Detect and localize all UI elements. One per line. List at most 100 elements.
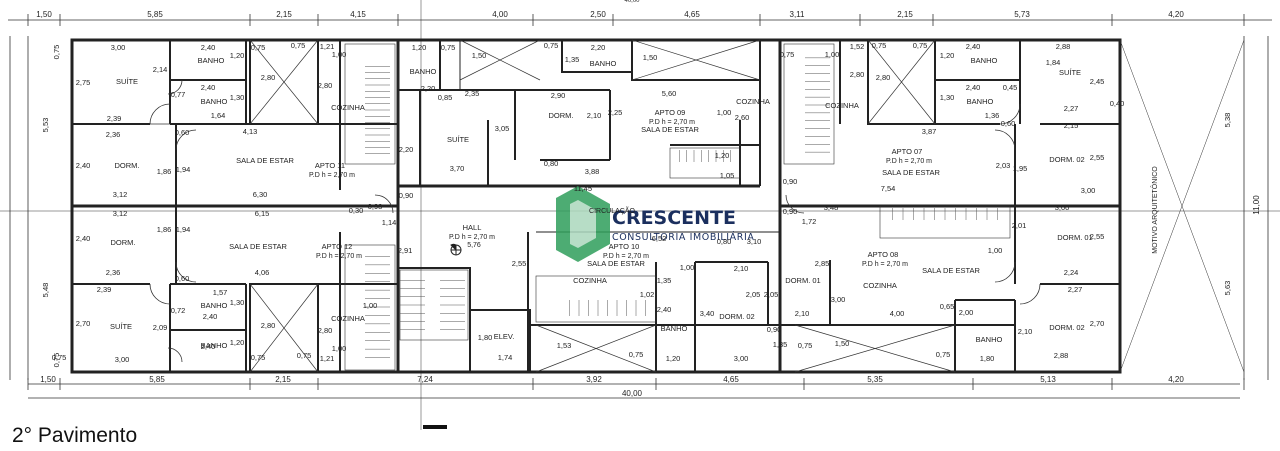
room-label: BANHO <box>590 59 617 68</box>
total-height: 11,00 <box>1252 195 1261 215</box>
room-label: BANHO <box>976 335 1003 344</box>
dimension-label: 2,39 <box>107 114 122 123</box>
dimension-label: 2,27 <box>1068 285 1083 294</box>
dimension-label: 2,55 <box>512 259 527 268</box>
left-dimension: 0,75 <box>52 353 61 368</box>
dimension-label: 3,00 <box>115 355 130 364</box>
top-dimension: 5,85 <box>147 10 163 19</box>
dimension-label: 1,20 <box>412 43 427 52</box>
dimension-label: 2,80 <box>876 73 891 82</box>
dimension-label: 1,52 <box>850 42 865 51</box>
dimension-label: 2,80 <box>850 70 865 79</box>
stair-steps <box>365 57 998 358</box>
dimension-label: 2,20 <box>421 84 436 93</box>
apartment-ceiling-height: P.D h = 2,70 m <box>862 261 908 268</box>
dimension-label: 2,40 <box>966 83 981 92</box>
dimension-label: 0,60 <box>1001 119 1016 128</box>
dimension-label: 2,14 <box>153 65 168 74</box>
dimension-label: 0,75 <box>251 353 266 362</box>
room-label: DORM. <box>111 238 136 247</box>
dimension-label: 0,85 <box>438 93 453 102</box>
room-label: COZINHA <box>736 97 770 106</box>
dimension-label: 2,35 <box>465 89 480 98</box>
hall-symbol <box>450 243 462 256</box>
dimension-label: 0,75 <box>798 341 813 350</box>
bottom-dimension: 5,13 <box>1040 375 1056 384</box>
dimension-label: 1,30 <box>940 93 955 102</box>
dimension-label: 2,20 <box>399 145 414 154</box>
room-label: BANHO <box>201 341 228 350</box>
dimension-label: 11,45 <box>574 184 592 193</box>
dimension-label: 1,74 <box>498 353 513 362</box>
dimension-label: 1,50 <box>835 339 850 348</box>
dimension-label: 0,75 <box>872 41 887 50</box>
top-dimension: 4,65 <box>684 10 700 19</box>
dimension-label: 3,40 <box>700 309 715 318</box>
dimension-label: 2,80 <box>318 326 333 335</box>
dimension-label: 2,20 <box>591 43 606 52</box>
room-label: SALA DE ESTAR <box>641 125 699 134</box>
dimension-ticks <box>27 14 1245 390</box>
section-marker <box>423 425 447 429</box>
watermark-logo <box>556 186 610 262</box>
apartment-name: APTO 07 <box>892 147 923 156</box>
bottom-dimension: 4,65 <box>723 375 739 384</box>
dimension-label: 0,65 <box>940 302 955 311</box>
dimension-label: 2,40 <box>76 161 91 170</box>
dimension-label: 2,40 <box>201 83 216 92</box>
dimension-label: 2,05 <box>764 290 779 299</box>
dimension-label: 0,80 <box>717 237 732 246</box>
dimension-label: 3,05 <box>495 124 510 133</box>
dimension-label: 6,52 <box>652 234 667 243</box>
dimension-label: 0,60 <box>175 274 190 283</box>
dimension-label: 2,40 <box>201 342 216 351</box>
dimension-label: 1,00 <box>825 50 840 59</box>
dimension-label: 2,80 <box>261 321 276 330</box>
dimension-label: 1,35 <box>657 276 672 285</box>
dimension-label: 1,94 <box>176 225 191 234</box>
room-label: DORM. 02 <box>1049 155 1084 164</box>
room-label: BANHO <box>410 67 437 76</box>
dimension-label: 2,88 <box>1056 42 1071 51</box>
dimension-label: 2,55 <box>1090 232 1105 241</box>
apartment-name: APTO 10 <box>609 242 640 251</box>
dimension-label: 2,24 <box>1064 268 1079 277</box>
dimension-label: 1,50 <box>643 53 658 62</box>
dimension-lines <box>0 0 1280 430</box>
dimension-label: 3,48 <box>824 203 839 212</box>
dimension-label: 3,70 <box>450 164 465 173</box>
dimension-label: 0,75 <box>291 41 306 50</box>
dimension-label: 1,21 <box>320 354 335 363</box>
total-width-top: 40,00 <box>624 0 640 4</box>
dimension-label: 0,90 <box>783 207 798 216</box>
dimension-label: 0,80 <box>544 159 559 168</box>
total-width: 40,00 <box>622 389 643 398</box>
dimension-label: 1,35 <box>773 340 788 349</box>
dimension-label: 2,01 <box>1012 221 1027 230</box>
top-dimension: 4,15 <box>350 10 366 19</box>
bottom-dimension: 5,35 <box>867 375 883 384</box>
room-label: COZINHA <box>331 103 365 112</box>
dimension-label: 3,88 <box>585 167 600 176</box>
dimension-label: 1,36 <box>985 111 1000 120</box>
dimension-label: 5,60 <box>662 89 677 98</box>
dimension-label: 1,05 <box>720 171 735 180</box>
dimension-label: 3,00 <box>111 43 126 52</box>
dimension-label: 0,60 <box>175 128 190 137</box>
room-label: DORM. 02 <box>1049 323 1084 332</box>
dimension-label: 1,21 <box>320 42 335 51</box>
dimension-label: 2,39 <box>97 285 112 294</box>
dimension-label: 1,20 <box>230 51 245 60</box>
dimension-label: 1,84 <box>1046 58 1061 67</box>
room-label: SUÍTE <box>1059 68 1081 77</box>
dimension-label: 1,86 <box>157 167 172 176</box>
dimension-label: 2,80 <box>261 73 276 82</box>
dimension-label: 4,00 <box>890 309 905 318</box>
right-dimension: 5,38 <box>1223 113 1232 128</box>
dimension-label: 2,70 <box>76 319 91 328</box>
dimension-label: 0,75 <box>913 41 928 50</box>
dimension-label: 3,00 <box>1081 186 1096 195</box>
hall-ceiling-height: P.D h = 2,70 m <box>449 234 495 241</box>
